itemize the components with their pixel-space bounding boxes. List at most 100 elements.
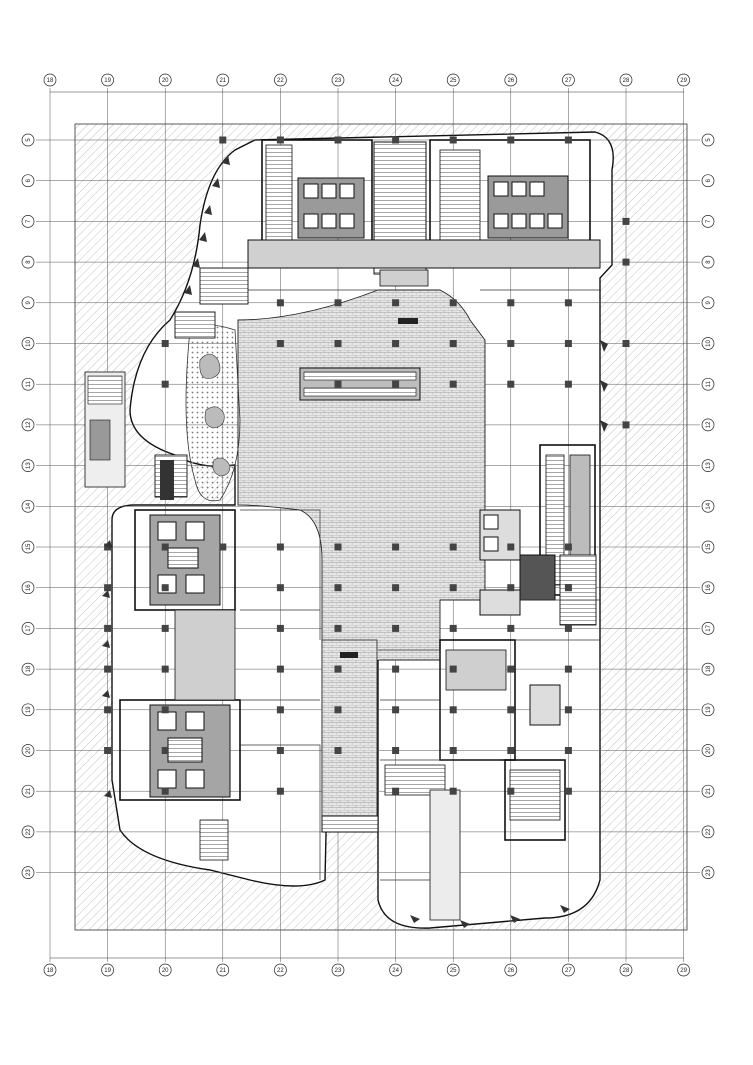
- grid-bubble-row-8-left: [21, 255, 35, 269]
- grid-label-col-23: 23: [335, 968, 342, 974]
- grid-bubble-col-25-top: [446, 73, 460, 87]
- central-escalator: [299, 367, 421, 401]
- grid-label-row-7: 7: [706, 219, 712, 223]
- grid-bubble-row-17-left: [21, 622, 35, 635]
- grid-label-col-26: 26: [507, 78, 514, 84]
- grid-label-col-20: 20: [162, 968, 169, 974]
- structural-column: [507, 584, 515, 592]
- structural-column: [161, 340, 169, 347]
- north-entry-band: [379, 269, 429, 287]
- grid-label-col-19: 19: [104, 78, 111, 84]
- grid-bubble-row-23-left: [21, 866, 35, 879]
- grid-bubble-col-25-bottom: [446, 963, 460, 977]
- grid-label-row-17: 17: [26, 624, 32, 631]
- structural-column: [507, 340, 515, 347]
- grid-bubble-row-17-right: [701, 622, 715, 635]
- structural-column: [276, 340, 284, 347]
- structural-column: [392, 340, 400, 347]
- grid-label-row-6: 6: [26, 178, 32, 182]
- planter-blob-3: [212, 457, 231, 477]
- north-west-core: [261, 139, 373, 249]
- grid-label-row-13: 13: [706, 462, 712, 469]
- grid-label-row-16: 16: [26, 584, 32, 591]
- grid-bubble-row-16-left: [21, 581, 35, 595]
- structural-column: [334, 665, 342, 673]
- grid-label-col-26: 26: [507, 968, 514, 974]
- structural-column: [104, 665, 112, 673]
- grid-bubble-row-12-right: [701, 418, 715, 432]
- grid-label-row-20: 20: [706, 747, 712, 754]
- structural-column: [392, 543, 400, 551]
- west-core-upper: [134, 509, 236, 611]
- south-stair: [321, 815, 379, 833]
- structural-column: [276, 624, 284, 632]
- grid-bubble-row-8-right: [701, 255, 715, 269]
- grid-bubble-row-22-right: [701, 825, 715, 839]
- structural-column: [161, 624, 169, 632]
- grid-label-row-11: 11: [26, 380, 32, 387]
- grid-bubble-row-15-right: [701, 540, 715, 554]
- structural-column: [507, 380, 515, 388]
- structural-column: [392, 624, 400, 632]
- grid-bubble-row-20-right: [701, 744, 715, 757]
- west-annex: [84, 371, 126, 488]
- structural-column: [334, 747, 342, 754]
- grid-bubble-row-6-left: [21, 174, 35, 188]
- grid-label-col-29: 29: [680, 78, 687, 84]
- grid-label-row-5: 5: [706, 138, 712, 142]
- grid-label-row-9: 9: [706, 300, 712, 304]
- grid-bubble-row-21-right: [701, 784, 715, 798]
- partitions: [240, 289, 600, 881]
- grid-bubble-col-23-top: [331, 73, 345, 87]
- grid-bubble-row-21-left: [21, 784, 35, 798]
- grid-label-col-20: 20: [162, 78, 169, 84]
- west-service-band: [174, 609, 236, 701]
- grid-label-row-8: 8: [706, 260, 712, 264]
- grid-bubble-col-18-top: [43, 73, 57, 87]
- grid-label-row-17: 17: [706, 624, 712, 631]
- structural-column: [507, 706, 515, 714]
- structural-column: [507, 543, 515, 551]
- structural-column: [334, 624, 342, 632]
- grid-label-col-21: 21: [219, 78, 226, 84]
- grid-label-row-22: 22: [706, 828, 712, 835]
- structural-column: [449, 136, 457, 144]
- structural-column: [449, 747, 457, 754]
- grid-bubble-row-15-left: [21, 540, 35, 554]
- structural-column: [392, 584, 400, 592]
- structural-column: [507, 747, 515, 754]
- grid-label-row-18: 18: [706, 665, 712, 672]
- structural-column: [276, 747, 284, 754]
- structural-column: [507, 299, 515, 307]
- grid-label-row-8: 8: [26, 260, 32, 264]
- structural-column: [276, 299, 284, 307]
- structural-column: [392, 380, 400, 388]
- structural-column: [276, 584, 284, 592]
- structural-column: [104, 543, 112, 551]
- west-stair-south: [199, 819, 229, 861]
- grid-bubble-col-22-top: [274, 73, 287, 87]
- grid-bubble-row-9-right: [701, 296, 715, 310]
- north-west-escalator: [199, 267, 249, 305]
- grid-label-row-15: 15: [26, 543, 32, 550]
- grid-bubble-row-14-right: [701, 499, 715, 513]
- structural-column: [449, 584, 457, 592]
- structural-column: [161, 787, 169, 795]
- grid-bubble-col-26-bottom: [504, 963, 518, 977]
- structural-column: [449, 624, 457, 632]
- structural-column: [622, 258, 630, 266]
- structural-column: [219, 543, 227, 551]
- grid-label-col-22: 22: [277, 968, 284, 974]
- structural-column: [449, 299, 457, 307]
- structural-column: [507, 136, 515, 144]
- grid-label-row-14: 14: [26, 502, 32, 509]
- grid-label-row-20: 20: [26, 747, 32, 754]
- grid-label-row-19: 19: [26, 706, 32, 713]
- structural-column: [334, 299, 342, 307]
- hazard-stripes: [160, 318, 418, 658]
- grid-label-col-18: 18: [47, 78, 54, 84]
- grid-bubble-row-5-right: [701, 133, 715, 147]
- structural-column: [507, 665, 515, 673]
- grid-label-col-28: 28: [623, 968, 630, 974]
